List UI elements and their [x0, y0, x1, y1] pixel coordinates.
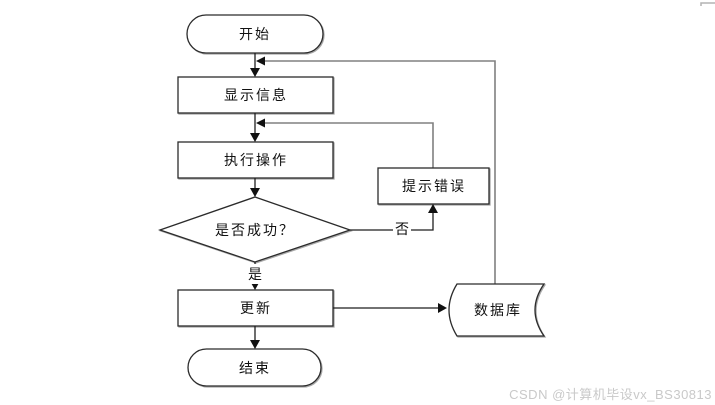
node-end-label: 结束: [239, 360, 271, 376]
arrowhead-into-decision: [250, 188, 260, 197]
edge-label-no: 否: [393, 219, 411, 239]
node-success-decision-label: 是否成功？: [215, 222, 295, 238]
arrowhead-into-end: [250, 340, 260, 349]
arrowhead-into-execute: [250, 133, 260, 142]
top-right-artifact: [700, 2, 715, 6]
edge-label-yes: 是: [246, 264, 264, 284]
node-error-prompt: [377, 167, 490, 205]
arrowhead-error-merge: [256, 118, 265, 128]
node-start-label: 开始: [239, 26, 271, 42]
edge-error-to-execute-loop: [258, 122, 434, 168]
node-database-label: 数据库: [474, 302, 522, 318]
arrowhead-into-database: [438, 303, 447, 313]
node-update: [177, 289, 334, 327]
arrowhead-into-error: [428, 204, 438, 213]
edge-database-to-display-loop: [258, 60, 496, 284]
node-display-info-label: 显示信息: [224, 87, 288, 103]
node-execute-operation-label: 执行操作: [224, 152, 288, 168]
arrowhead-into-display: [250, 68, 260, 77]
node-database: [448, 283, 546, 337]
watermark-text: CSDN @计算机毕设vx_BS30813: [509, 387, 712, 402]
node-update-label: 更新: [240, 300, 272, 316]
arrowhead-database-merge: [256, 56, 265, 66]
node-error-prompt-label: 提示错误: [402, 178, 466, 194]
edge-decision-to-error: [350, 208, 434, 231]
node-end: [187, 348, 322, 387]
node-display-info: [177, 76, 334, 114]
